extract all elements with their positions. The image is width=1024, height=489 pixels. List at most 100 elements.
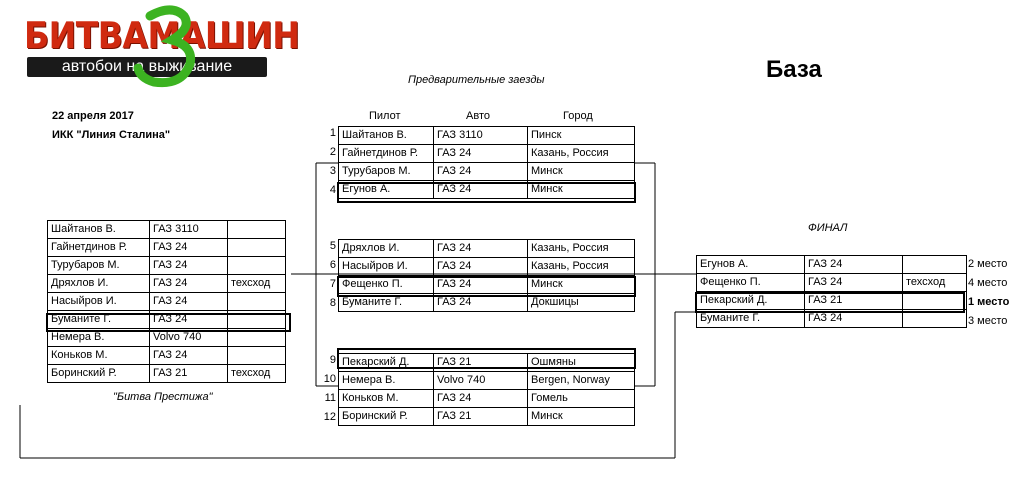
auto-cell: ГАЗ 24 [149, 346, 228, 365]
pilot-cell: Боринский Р. [47, 364, 150, 383]
auto-cell: ГАЗ 24 [433, 389, 528, 408]
pilot-cell: Буманите Г. [47, 310, 150, 329]
pilot-cell: Боринский Р. [338, 407, 434, 426]
row-number: 6 [329, 259, 336, 271]
event-date: 22 апреля 2017 [52, 110, 134, 122]
place-label: 4 место [968, 277, 1008, 289]
pilot-cell: Дряхлов И. [338, 239, 434, 258]
city-cell: Минск [527, 162, 635, 181]
row-number: 1 [329, 127, 336, 139]
city-cell: Минск [527, 407, 635, 426]
note-cell [227, 328, 286, 347]
final-title: ФИНАЛ [808, 222, 848, 234]
auto-cell: Volvo 740 [149, 328, 228, 347]
table-row: Буманите Г.ГАЗ 24 [696, 309, 967, 328]
pilot-cell: Коньков М. [47, 346, 150, 365]
note-cell [227, 346, 286, 365]
page-title: База [766, 56, 822, 83]
table-row: Шайтанов В.ГАЗ 3110 [47, 220, 286, 239]
place-label: 3 место [968, 315, 1008, 327]
city-cell: Казань, Россия [527, 257, 635, 276]
pilot-cell: Буманите Г. [696, 309, 805, 328]
row-number: 11 [324, 392, 336, 404]
auto-cell: ГАЗ 24 [433, 293, 528, 312]
note-cell: техсход [227, 274, 286, 293]
header-pilot: Пилот [369, 110, 401, 122]
row-number: 3 [329, 165, 336, 177]
city-cell: Bergen, Norway [527, 371, 635, 390]
pilot-cell: Насыйров И. [338, 257, 434, 276]
auto-cell: ГАЗ 24 [149, 256, 228, 275]
logo-title: БИТВАМАШИН [24, 14, 300, 57]
note-cell [227, 220, 286, 239]
pilot-cell: Пекарский Д. [696, 291, 805, 310]
auto-cell: ГАЗ 24 [149, 292, 228, 311]
pilot-cell: Егунов А. [338, 180, 434, 199]
note-cell [227, 310, 286, 329]
pilot-cell: Пекарский Д. [338, 353, 434, 372]
pilot-cell: Фещенко П. [338, 275, 434, 294]
row-number: 7 [329, 278, 336, 290]
table-row: Турубаров М.ГАЗ 24 [47, 256, 286, 275]
table-row: Коньков М.ГАЗ 24 [47, 346, 286, 365]
note-cell [902, 291, 967, 310]
row-number: 12 [323, 411, 336, 423]
pilot-cell: Егунов А. [696, 255, 805, 274]
row-number: 5 [329, 240, 336, 252]
prelim-title: Предварительные заезды [408, 74, 545, 86]
table-row: Пекарский Д.ГАЗ 21 [696, 291, 967, 310]
event-venue: ИКК "Линия Сталина" [52, 129, 171, 141]
row-number: 2 [329, 146, 336, 158]
auto-cell: ГАЗ 24 [149, 274, 228, 293]
pilot-cell: Гайнетдинов Р. [47, 238, 150, 257]
auto-cell: ГАЗ 24 [433, 257, 528, 276]
city-cell: Гомель [527, 389, 635, 408]
note-cell: техсход [227, 364, 286, 383]
note-cell [227, 256, 286, 275]
auto-cell: ГАЗ 21 [149, 364, 228, 383]
note-cell [902, 309, 967, 328]
pilot-cell: Буманите Г. [338, 293, 434, 312]
note-cell [227, 238, 286, 257]
place-label: 2 место [968, 258, 1008, 270]
pilot-cell: Турубаров М. [338, 162, 434, 181]
auto-cell: ГАЗ 3110 [149, 220, 228, 239]
logo: БИТВАМАШИН автобои на выживание [24, 5, 300, 96]
table-row: Буманите Г.ГАЗ 24 [47, 310, 286, 329]
pilot-cell: Немера В. [338, 371, 434, 390]
table-row: Насыйров И.ГАЗ 24 [47, 292, 286, 311]
auto-cell: ГАЗ 24 [804, 255, 903, 274]
auto-cell: ГАЗ 24 [433, 144, 528, 163]
prestige-title: "Битва Престижа" [113, 391, 213, 403]
auto-cell: ГАЗ 24 [804, 273, 903, 292]
auto-cell: ГАЗ 24 [433, 162, 528, 181]
city-cell: Минск [527, 275, 635, 294]
auto-cell: ГАЗ 3110 [433, 126, 528, 145]
auto-cell: ГАЗ 21 [433, 353, 528, 372]
row-number: 10 [323, 373, 336, 385]
place-label: 1 место [968, 296, 1010, 308]
pilot-cell: Фещенко П. [696, 273, 805, 292]
pilot-cell: Дряхлов И. [47, 274, 150, 293]
prestige-table: Шайтанов В.ГАЗ 3110 Гайнетдинов Р.ГАЗ 24… [47, 220, 286, 383]
auto-cell: ГАЗ 24 [149, 238, 228, 257]
row-number: 4 [329, 184, 336, 196]
row-number: 8 [329, 297, 336, 309]
city-cell: Минск [527, 180, 635, 199]
auto-cell: ГАЗ 24 [149, 310, 228, 329]
city-cell: Казань, Россия [527, 144, 635, 163]
